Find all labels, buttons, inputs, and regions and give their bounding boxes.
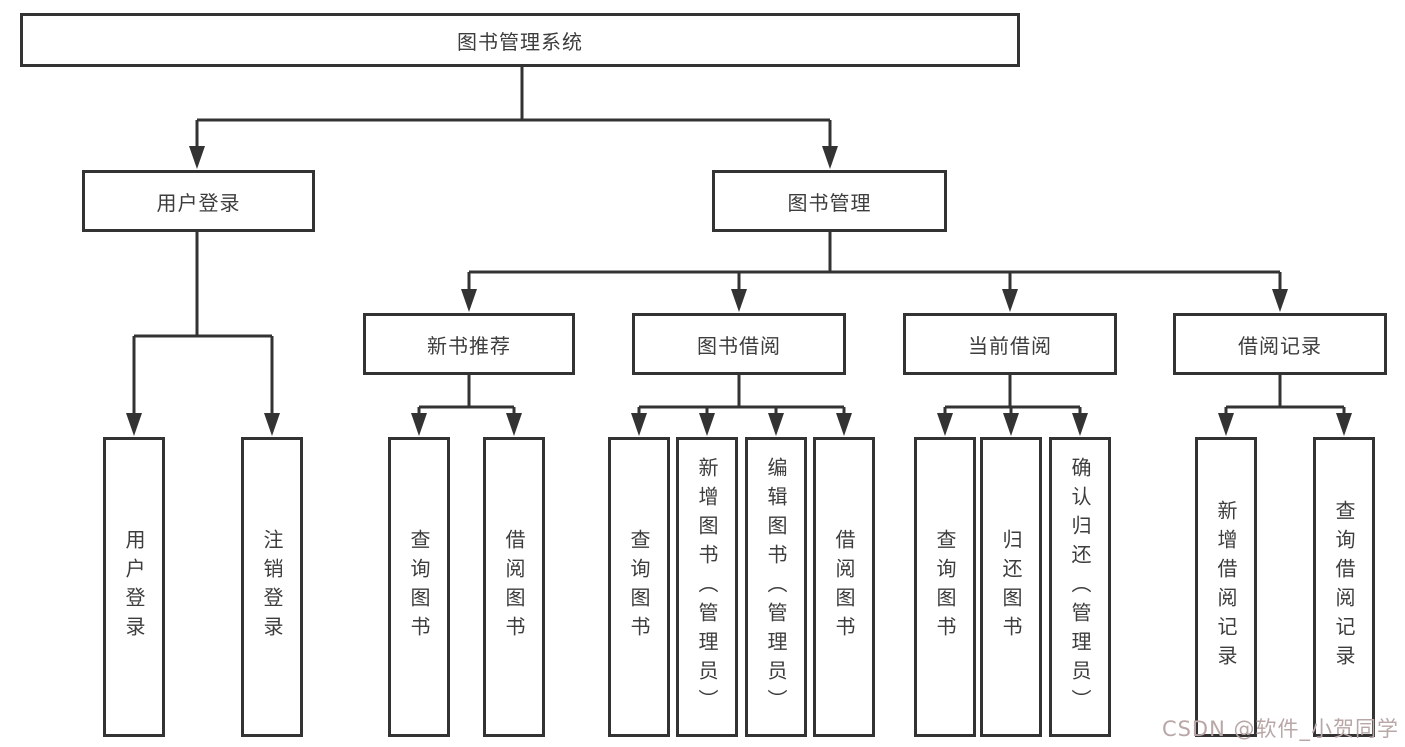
- leaf-bb-borrow-books: 借阅图书: [813, 437, 875, 737]
- node-borrow-records: 借阅记录: [1173, 313, 1387, 375]
- leaf-br-add-record: 新增借阅记录: [1195, 437, 1257, 737]
- leaf-bb-add-books-admin: 新增图书（管理员）: [676, 437, 738, 737]
- leaf-bb-query-books: 查询图书: [608, 437, 670, 737]
- node-current-borrow: 当前借阅: [903, 313, 1117, 375]
- leaf-br-query-record: 查询借阅记录: [1313, 437, 1375, 737]
- node-book-borrow: 图书借阅: [632, 313, 846, 375]
- leaf-nb-borrow-books: 借阅图书: [483, 437, 545, 737]
- node-book-management: 图书管理: [712, 170, 947, 232]
- leaf-cb-return-books: 归还图书: [980, 437, 1042, 737]
- node-user-login: 用户登录: [82, 170, 315, 232]
- leaf-user-login: 用户登录: [103, 437, 165, 737]
- leaf-bb-edit-books-admin: 编辑图书（管理员）: [745, 437, 807, 737]
- arrowhead-icons: [126, 146, 1352, 436]
- leaf-cb-confirm-return-admin: 确认归还（管理员）: [1049, 437, 1111, 737]
- leaf-nb-query-books: 查询图书: [388, 437, 450, 737]
- leaf-cb-query-books: 查询图书: [914, 437, 976, 737]
- node-new-book-recommend: 新书推荐: [363, 313, 575, 375]
- node-root-system: 图书管理系统: [20, 13, 1020, 67]
- watermark: CSDN @软件_小贺同学: [1161, 717, 1399, 741]
- leaf-logout: 注销登录: [241, 437, 303, 737]
